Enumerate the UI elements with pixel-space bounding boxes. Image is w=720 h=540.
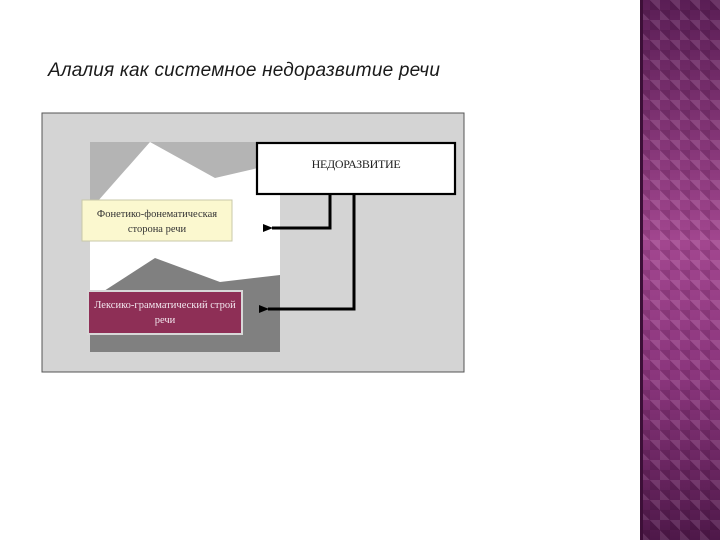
upper-box [81, 199, 233, 242]
slide-title: Алалия как системное недоразвитие речи [48, 60, 441, 81]
connector-lower [259, 194, 356, 313]
upper-region [90, 142, 280, 210]
lower-box-label: Лексико-грамматический строй речи [94, 300, 236, 326]
side-band-edge [640, 0, 643, 540]
upper-box-label: Фонетико-фонематическая сторона речи [96, 209, 218, 235]
lower-box [87, 290, 243, 335]
decorative-side-band [640, 0, 720, 540]
top-box-label: НЕДОРАЗВИТИЕ [311, 157, 401, 171]
top-box [255, 141, 457, 196]
connector-upper [263, 194, 332, 232]
